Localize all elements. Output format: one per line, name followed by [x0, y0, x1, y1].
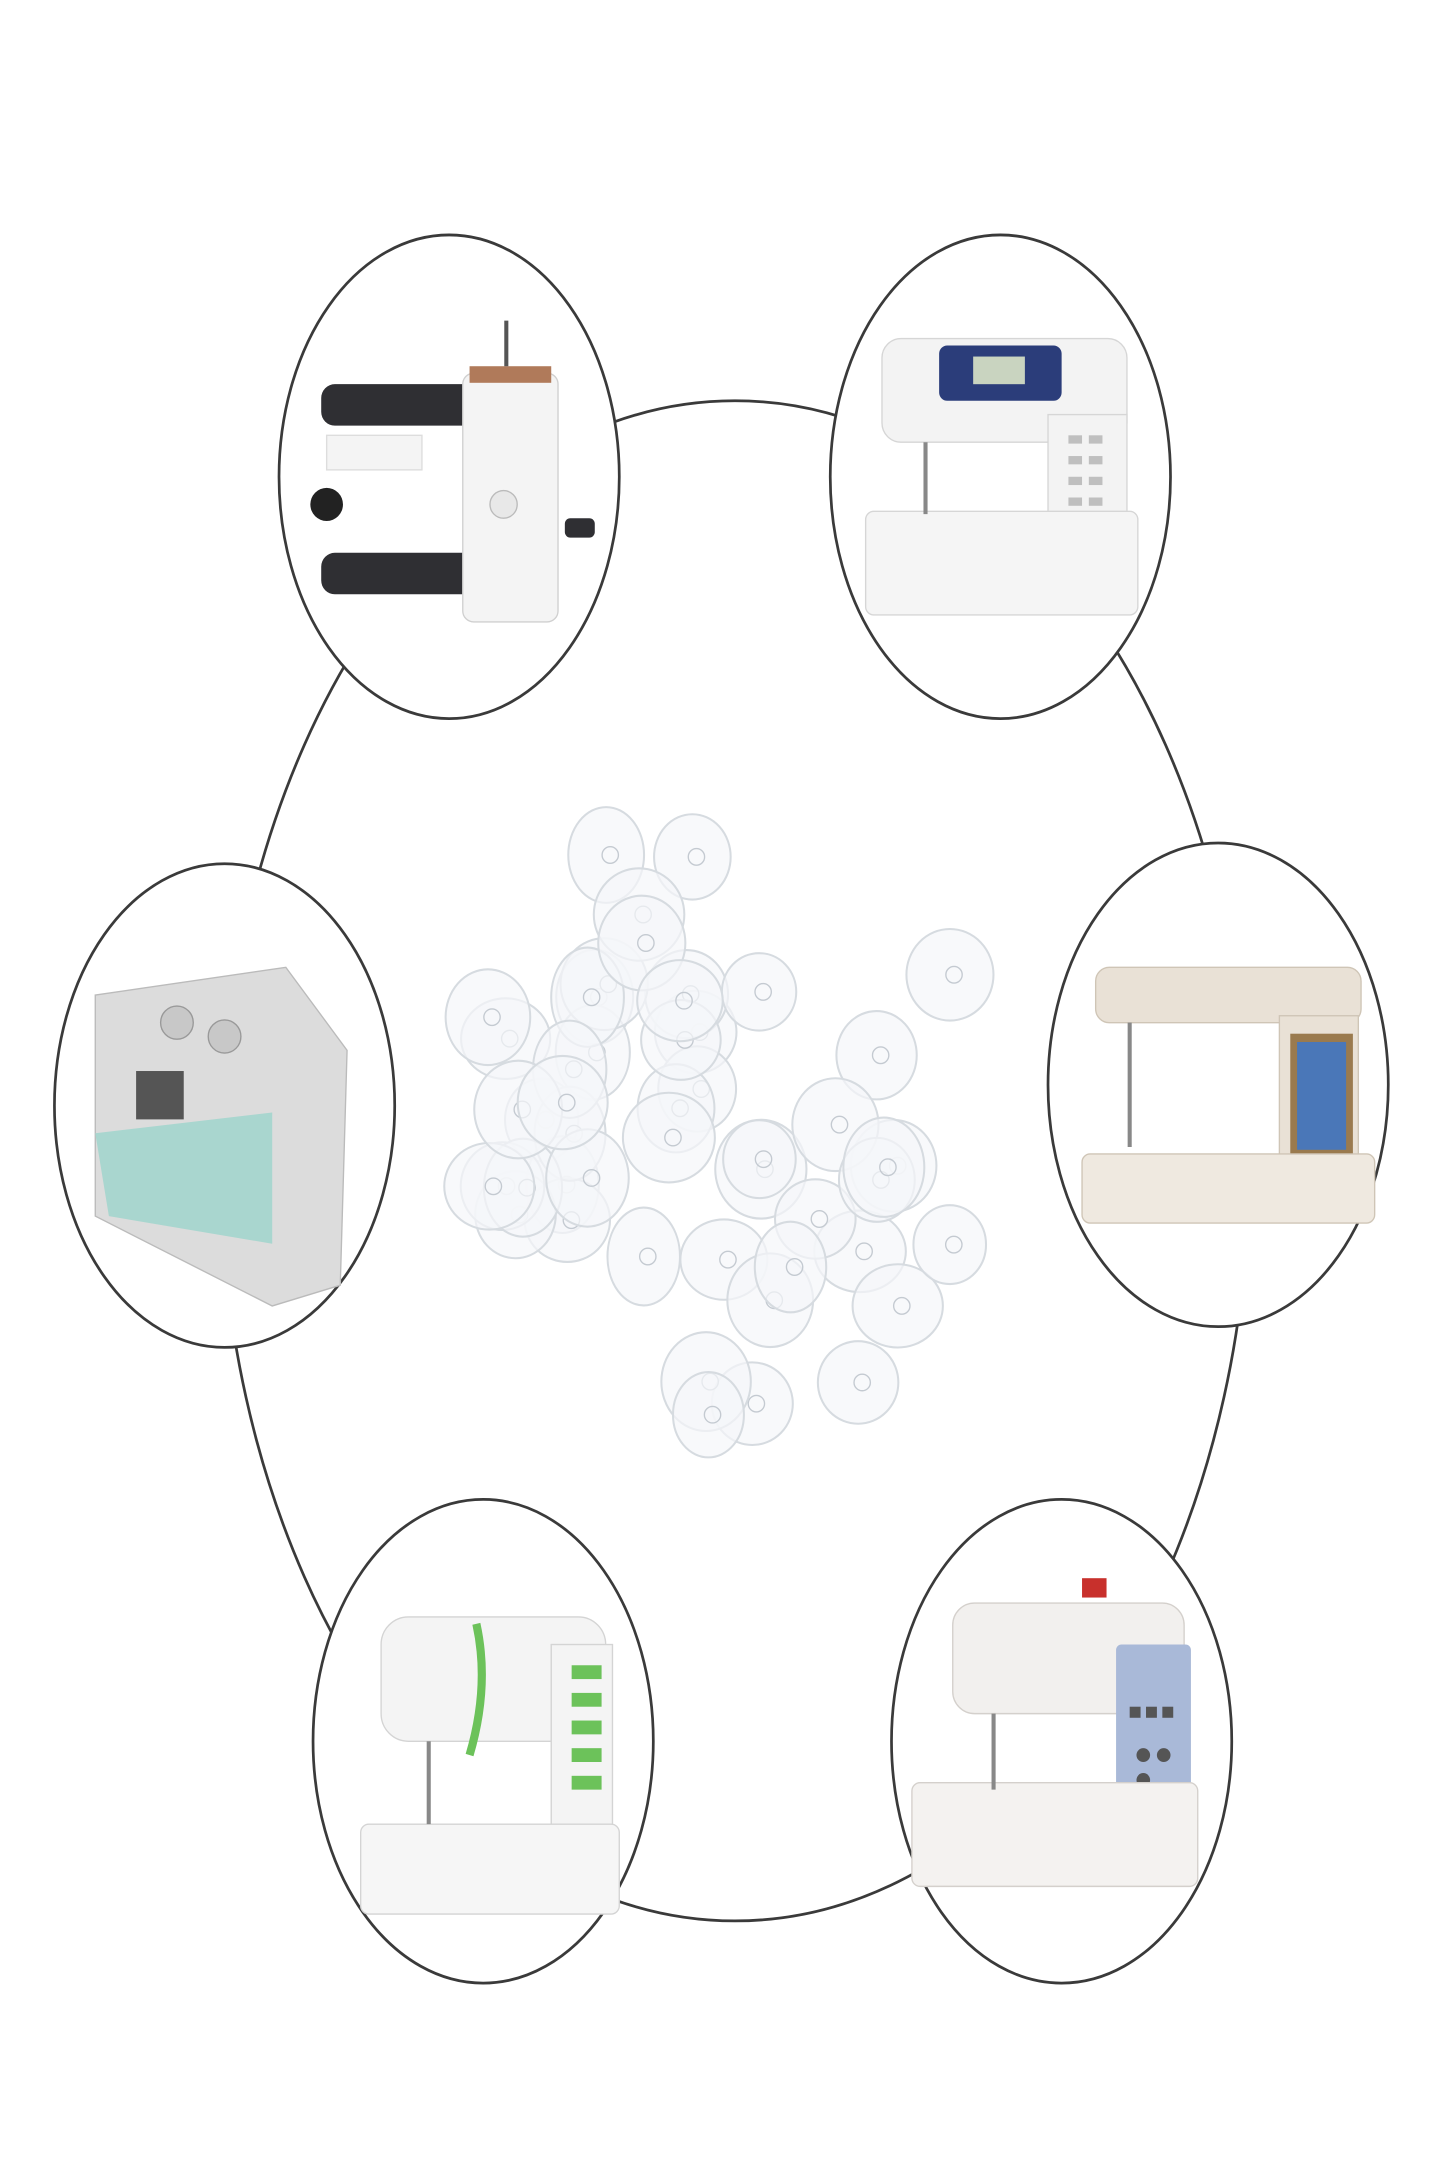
machine-oval-teal: [53, 862, 397, 1349]
bobbin: [816, 1340, 900, 1425]
bobbin-cluster: [443, 806, 995, 1459]
machine-oval-green-buttons: [311, 1498, 655, 1985]
bobbin: [606, 1206, 681, 1307]
bobbin: [842, 1116, 926, 1218]
bobbin: [720, 952, 798, 1032]
bobbin: [905, 927, 995, 1022]
machine-oval-touchscreen: [1046, 841, 1390, 1329]
bobbin: [851, 1263, 944, 1349]
bobbin: [443, 1141, 536, 1231]
machine-oval-blue-panel: [890, 1498, 1234, 1985]
bobbin: [545, 1128, 630, 1228]
bobbin: [722, 1119, 797, 1200]
bobbin: [516, 1054, 609, 1151]
bobbin: [671, 1370, 745, 1459]
bobbin: [636, 959, 724, 1043]
bobbin: [753, 1220, 828, 1314]
bobbin: [912, 1204, 988, 1286]
bobbin: [444, 968, 532, 1067]
bobbin: [835, 1009, 918, 1101]
machine-oval-portable: [277, 233, 621, 720]
bobbin: [653, 813, 732, 901]
machine-oval-navy-panel: [828, 233, 1172, 720]
bobbin: [621, 1091, 716, 1184]
